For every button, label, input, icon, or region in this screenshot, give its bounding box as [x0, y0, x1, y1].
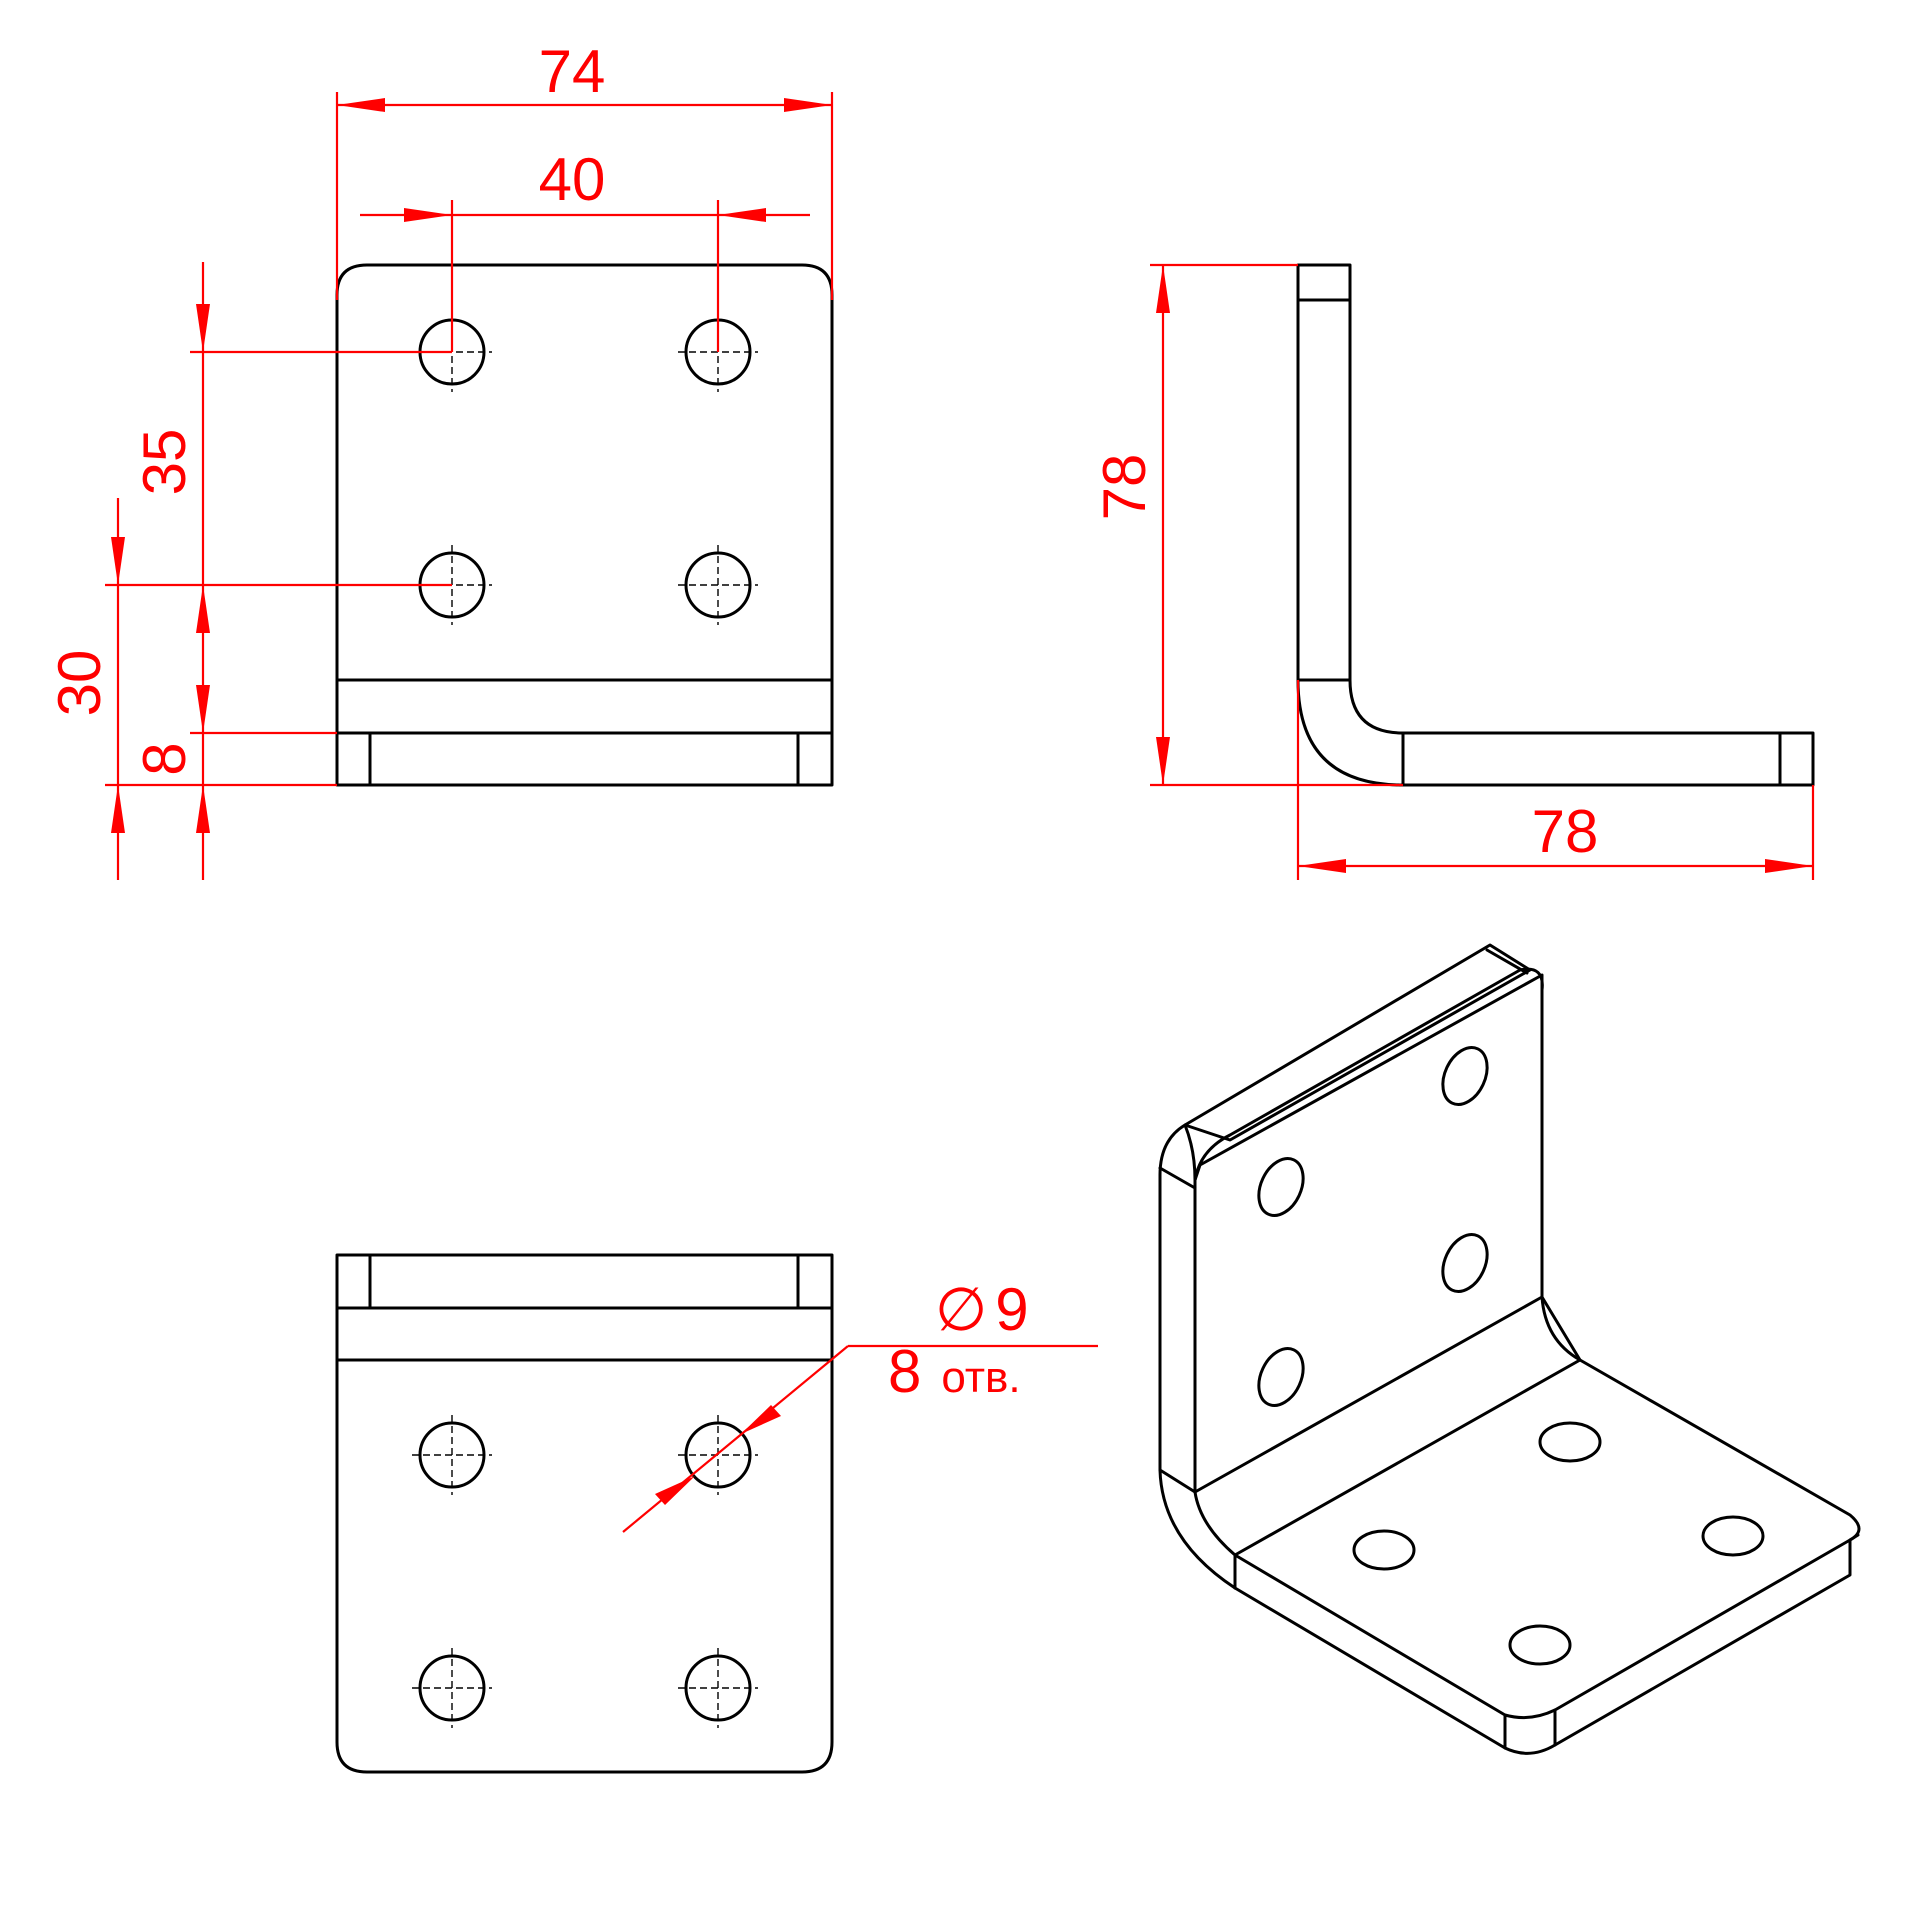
dimension-label: 78: [1532, 798, 1599, 865]
dimension-label: 78: [1091, 454, 1158, 521]
hole-count: 8: [888, 1338, 921, 1405]
hole-callout: ∅9 8 отв.: [622, 1276, 1098, 1533]
side-view-dimensions: 78 78: [1091, 263, 1815, 880]
top-view-outline: [335, 1253, 834, 1774]
hole-icon: [1257, 1347, 1305, 1407]
dimension-label: 35: [131, 429, 198, 496]
side-view: [1296, 263, 1815, 787]
side-view-profile: [1296, 263, 1815, 787]
hole-icon: [1441, 1046, 1489, 1106]
hole-count-suffix: отв.: [941, 1353, 1020, 1402]
hole-icon: [676, 1646, 760, 1730]
hole-icon: [676, 543, 760, 627]
isometric-view: [1158, 943, 1861, 1755]
hole-icon: [676, 1413, 760, 1497]
front-view: [335, 263, 834, 787]
hole-icon: [410, 1413, 494, 1497]
diameter-symbol: ∅: [935, 1276, 987, 1343]
hole-icon: [1352, 1529, 1416, 1571]
dimension-label: 30: [46, 650, 113, 717]
front-view-dimensions: 74 40 35 8 30: [46, 38, 834, 880]
hole-icon: [1508, 1624, 1572, 1666]
hole-icon: [1701, 1515, 1765, 1557]
hole-diameter: 9: [995, 1276, 1028, 1343]
hole-icon: [410, 1646, 494, 1730]
hole-icon: [1538, 1421, 1602, 1463]
svg-text:∅9: ∅9: [935, 1276, 1029, 1343]
dimension-label: 74: [539, 38, 606, 105]
hole-icon: [1441, 1233, 1489, 1293]
hole-icon: [1257, 1157, 1305, 1217]
front-view-outline: [335, 263, 834, 787]
dimension-label: 8: [131, 742, 198, 775]
dimension-label: 40: [539, 146, 606, 213]
top-view: [335, 1253, 834, 1774]
